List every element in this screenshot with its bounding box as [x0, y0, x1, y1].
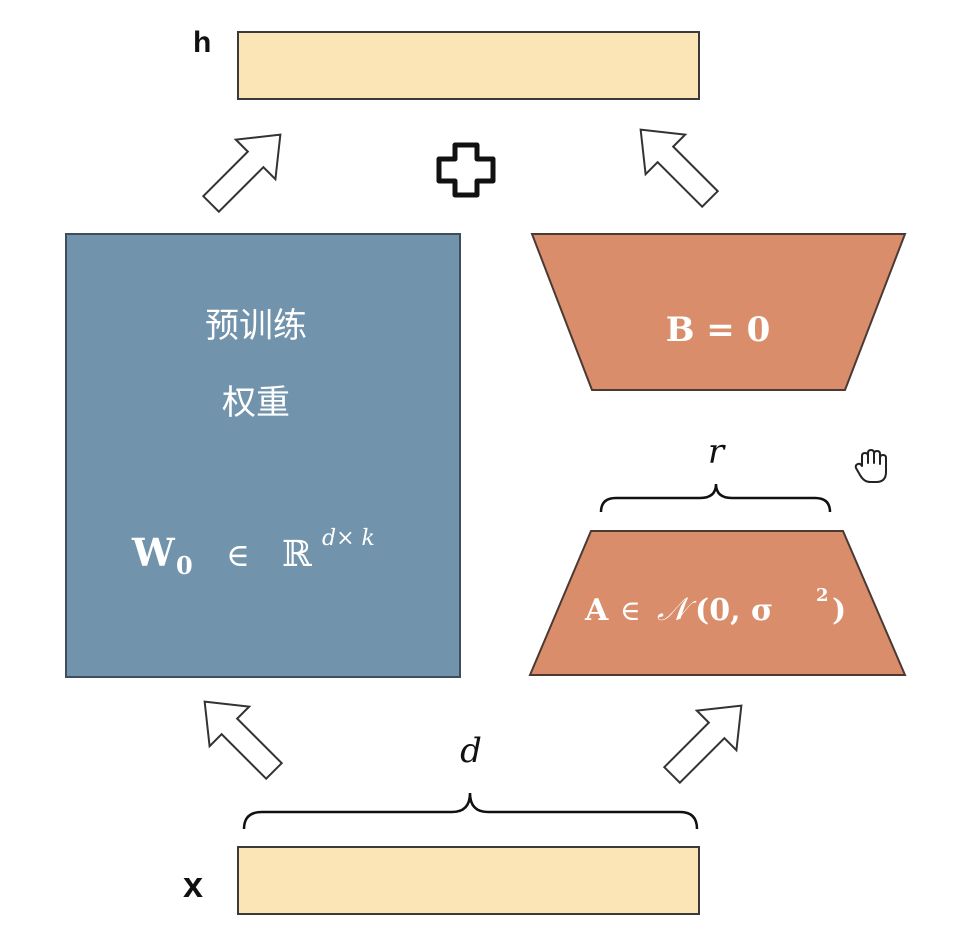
a-formula-args: (0, σ — [695, 593, 773, 628]
d-brace — [242, 792, 699, 830]
formula-w: W — [131, 530, 176, 575]
a-formula-element-of: ∈ — [620, 594, 641, 627]
r-brace — [599, 483, 832, 513]
arrow-b-to-h-icon — [639, 128, 720, 209]
a-formula-close: ) — [832, 593, 846, 628]
a-formula-superscript: 2 — [816, 585, 829, 606]
x-label: x — [183, 864, 203, 905]
formula-element-of: ∈ — [226, 536, 250, 574]
arrow-pretrained-to-h-icon — [201, 133, 282, 214]
plus-icon — [436, 142, 496, 198]
arrow-x-to-pretrained-icon — [203, 700, 284, 781]
d-label: d — [460, 731, 482, 771]
formula-real-set: ℝ — [282, 534, 313, 575]
pretrained-title-line1: 预训练 — [205, 306, 307, 346]
pretrained-weights-block — [65, 233, 461, 678]
input-vector-x — [237, 846, 700, 915]
b-matrix-block — [530, 233, 907, 391]
hand-cursor-icon — [854, 449, 887, 483]
arrow-x-to-a-icon — [662, 704, 743, 785]
formula-dim-superscript: d× k — [322, 526, 375, 551]
output-vector-h — [237, 31, 700, 100]
r-label: r — [708, 432, 726, 472]
pretrained-title-line2: 权重 — [222, 383, 290, 423]
b-formula: B = 0 — [666, 310, 771, 350]
a-matrix-block — [528, 530, 907, 676]
formula-w-subscript: 0 — [176, 551, 193, 580]
a-formula-a: A — [584, 593, 609, 628]
h-label: h — [193, 26, 211, 59]
pretrained-formula: W 0 ∈ ℝ d× k — [131, 526, 375, 580]
